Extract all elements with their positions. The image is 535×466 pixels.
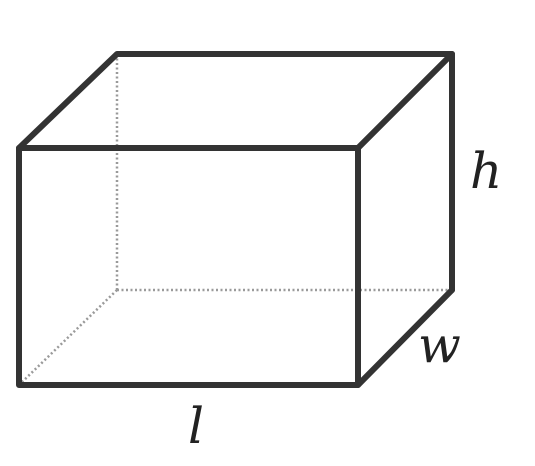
hidden-edge-back-diagonal bbox=[18, 289, 118, 386]
right-bottom-diagonal-edge bbox=[355, 287, 455, 388]
height-label: h bbox=[470, 142, 502, 200]
length-label: l bbox=[188, 397, 204, 455]
width-label: w bbox=[418, 316, 461, 374]
front-face bbox=[16, 145, 361, 388]
top-face bbox=[16, 51, 455, 151]
